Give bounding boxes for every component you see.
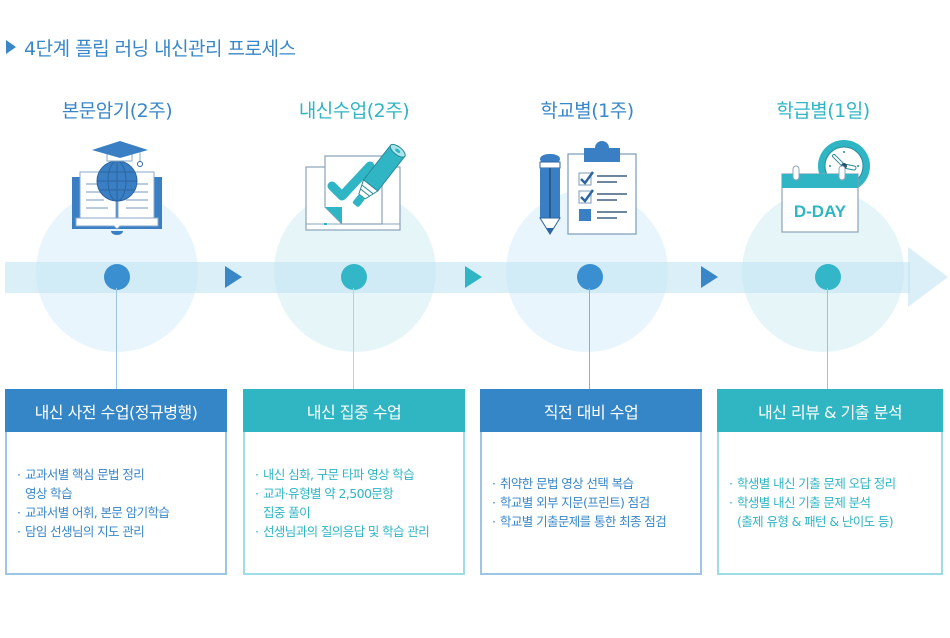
step-arrow-icon-3 — [701, 266, 718, 288]
phase-4-connector — [827, 288, 828, 390]
phase-4-dot — [815, 264, 841, 290]
phase-2-card-title: 내신 집중 수업 — [243, 389, 465, 432]
dday-calendar-clock-icon: D-DAY — [781, 140, 870, 233]
phase-3-list: 취약한 문법 영상 선택 복습 학교별 외부 지문(프린트) 점검 학교별 기출… — [492, 473, 690, 532]
phase-2-dot — [341, 264, 367, 290]
list-item: 영상 학습 — [25, 485, 73, 501]
phase-3-heading: 학교별(1주) — [540, 100, 634, 122]
phase-1-heading: 본문암기(2주) — [61, 100, 173, 122]
list-item: 교과서별 어휘, 본문 암기학습 — [17, 504, 215, 521]
phase-1-list: 교과서별 핵심 문법 정리 영상 학습 교과서별 어휘, 본문 암기학습 담임 … — [17, 464, 215, 542]
phase-1-connector — [116, 288, 117, 390]
list-item: 학교별 외부 지문(프린트) 점검 — [492, 494, 690, 511]
graduation-book-globe-icon — [72, 141, 162, 235]
checkmark-marker-icon — [305, 143, 406, 231]
list-item: (출제 유형 & 패턴 & 난이도 등) — [737, 514, 894, 529]
list-item: 담임 선생님의 지도 관리 — [17, 523, 215, 540]
list-item: 학생별 내신 기출 문제 분석 — [729, 494, 931, 511]
play-triangle-icon — [6, 40, 16, 54]
pencil-checklist-icon — [539, 141, 637, 235]
list-item: 학생별 내신 기출 문제 오답 정리 — [729, 475, 931, 492]
list-item: 교과·유형별 약 2,500문항 — [255, 485, 453, 502]
list-item: 교과서별 핵심 문법 정리 — [17, 466, 215, 483]
phase-2-list: 내신 심화, 구문 타파 영상 학습 교과·유형별 약 2,500문항 집중 풀… — [255, 464, 453, 542]
phase-3-card: 직전 대비 수업 취약한 문법 영상 선택 복습 학교별 외부 지문(프린트) … — [480, 389, 702, 575]
step-arrow-icon-1 — [225, 266, 242, 288]
page-title-text: 4단계 플립 러닝 내신관리 프로세스 — [24, 37, 296, 60]
phase-3-dot — [577, 264, 603, 290]
phase-2-card: 내신 집중 수업 내신 심화, 구문 타파 영상 학습 교과·유형별 약 2,5… — [243, 389, 465, 575]
phase-4-list: 학생별 내신 기출 문제 오답 정리 학생별 내신 기출 문제 분석 (출제 유… — [729, 473, 931, 532]
list-item: 선생님과의 질의응답 및 학습 관리 — [255, 523, 453, 540]
phase-1-card: 내신 사전 수업(정규병행) 교과서별 핵심 문법 정리 영상 학습 교과서별 … — [5, 389, 227, 575]
phase-2-connector — [353, 288, 354, 390]
phase-1-card-title: 내신 사전 수업(정규병행) — [5, 389, 227, 432]
timeline-arrow-head-icon — [908, 247, 948, 307]
phase-3-connector — [589, 288, 590, 390]
phase-3-card-title: 직전 대비 수업 — [480, 389, 702, 432]
list-item: 내신 심화, 구문 타파 영상 학습 — [255, 466, 453, 483]
phase-4-heading: 학급별(1일) — [776, 100, 870, 122]
list-item: 학교별 기출문제를 통한 최종 점검 — [492, 513, 690, 530]
list-item: 취약한 문법 영상 선택 복습 — [492, 475, 690, 492]
dday-label: D-DAY — [794, 202, 847, 221]
phase-4-card-title: 내신 리뷰 & 기출 분석 — [717, 389, 943, 432]
step-arrow-icon-2 — [465, 266, 482, 288]
phase-1-dot — [104, 264, 130, 290]
list-item: 집중 풀이 — [263, 504, 311, 520]
phase-2-heading: 내신수업(2주) — [298, 100, 410, 122]
page-title: 4단계 플립 러닝 내신관리 프로세스 — [6, 34, 296, 60]
phase-4-card: 내신 리뷰 & 기출 분석 학생별 내신 기출 문제 오답 정리 학생별 내신 … — [717, 389, 943, 575]
timeline-band — [5, 262, 910, 293]
